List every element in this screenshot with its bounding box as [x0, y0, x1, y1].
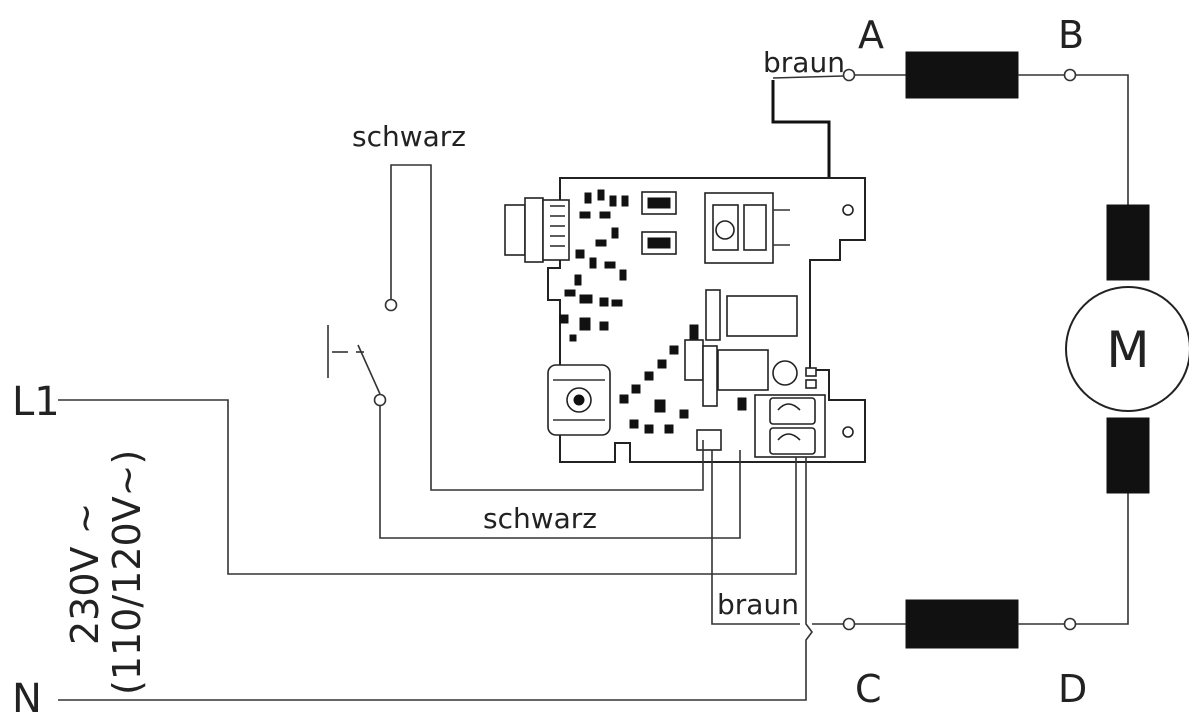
terminal-label-c: C [855, 667, 882, 711]
wire-label-black-middle: schwarz [483, 502, 597, 535]
terminal-label-a: A [858, 13, 884, 57]
brown-wire-top [771, 80, 831, 208]
terminal-c [842, 617, 856, 631]
n-wire [58, 457, 813, 701]
terminal-b [1063, 68, 1077, 82]
terminal-a [842, 68, 856, 82]
supply-line-label: L1 [12, 379, 60, 425]
control-board [504, 177, 866, 463]
field-coil-bottom [855, 493, 1129, 649]
wire-label-brown-bottom: braun [717, 588, 799, 621]
terminal-label-b: B [1058, 13, 1084, 57]
supply-voltage-label: 230V ~ [63, 503, 107, 645]
supply-neutral-label: N [12, 676, 42, 715]
motor-label: M [1106, 321, 1149, 379]
switch-contact-top [384, 298, 398, 312]
terminal-d [1063, 617, 1077, 631]
supply-voltage-alt-label: (110/120V~) [105, 450, 149, 695]
l1-wire [58, 399, 797, 575]
motor [1065, 204, 1189, 494]
field-coil-top [855, 51, 1129, 205]
switch-contact-bottom [373, 393, 387, 407]
switch [327, 298, 398, 407]
brown-wire-top-lead [772, 75, 844, 79]
terminal-label-d: D [1058, 667, 1087, 711]
brown-wire-bottom [711, 450, 800, 625]
wire-label-brown-top: braun [763, 46, 845, 79]
wire-label-black-top: schwarz [352, 120, 466, 153]
black-wire-middle [379, 406, 741, 539]
black-wire-top [390, 164, 704, 491]
